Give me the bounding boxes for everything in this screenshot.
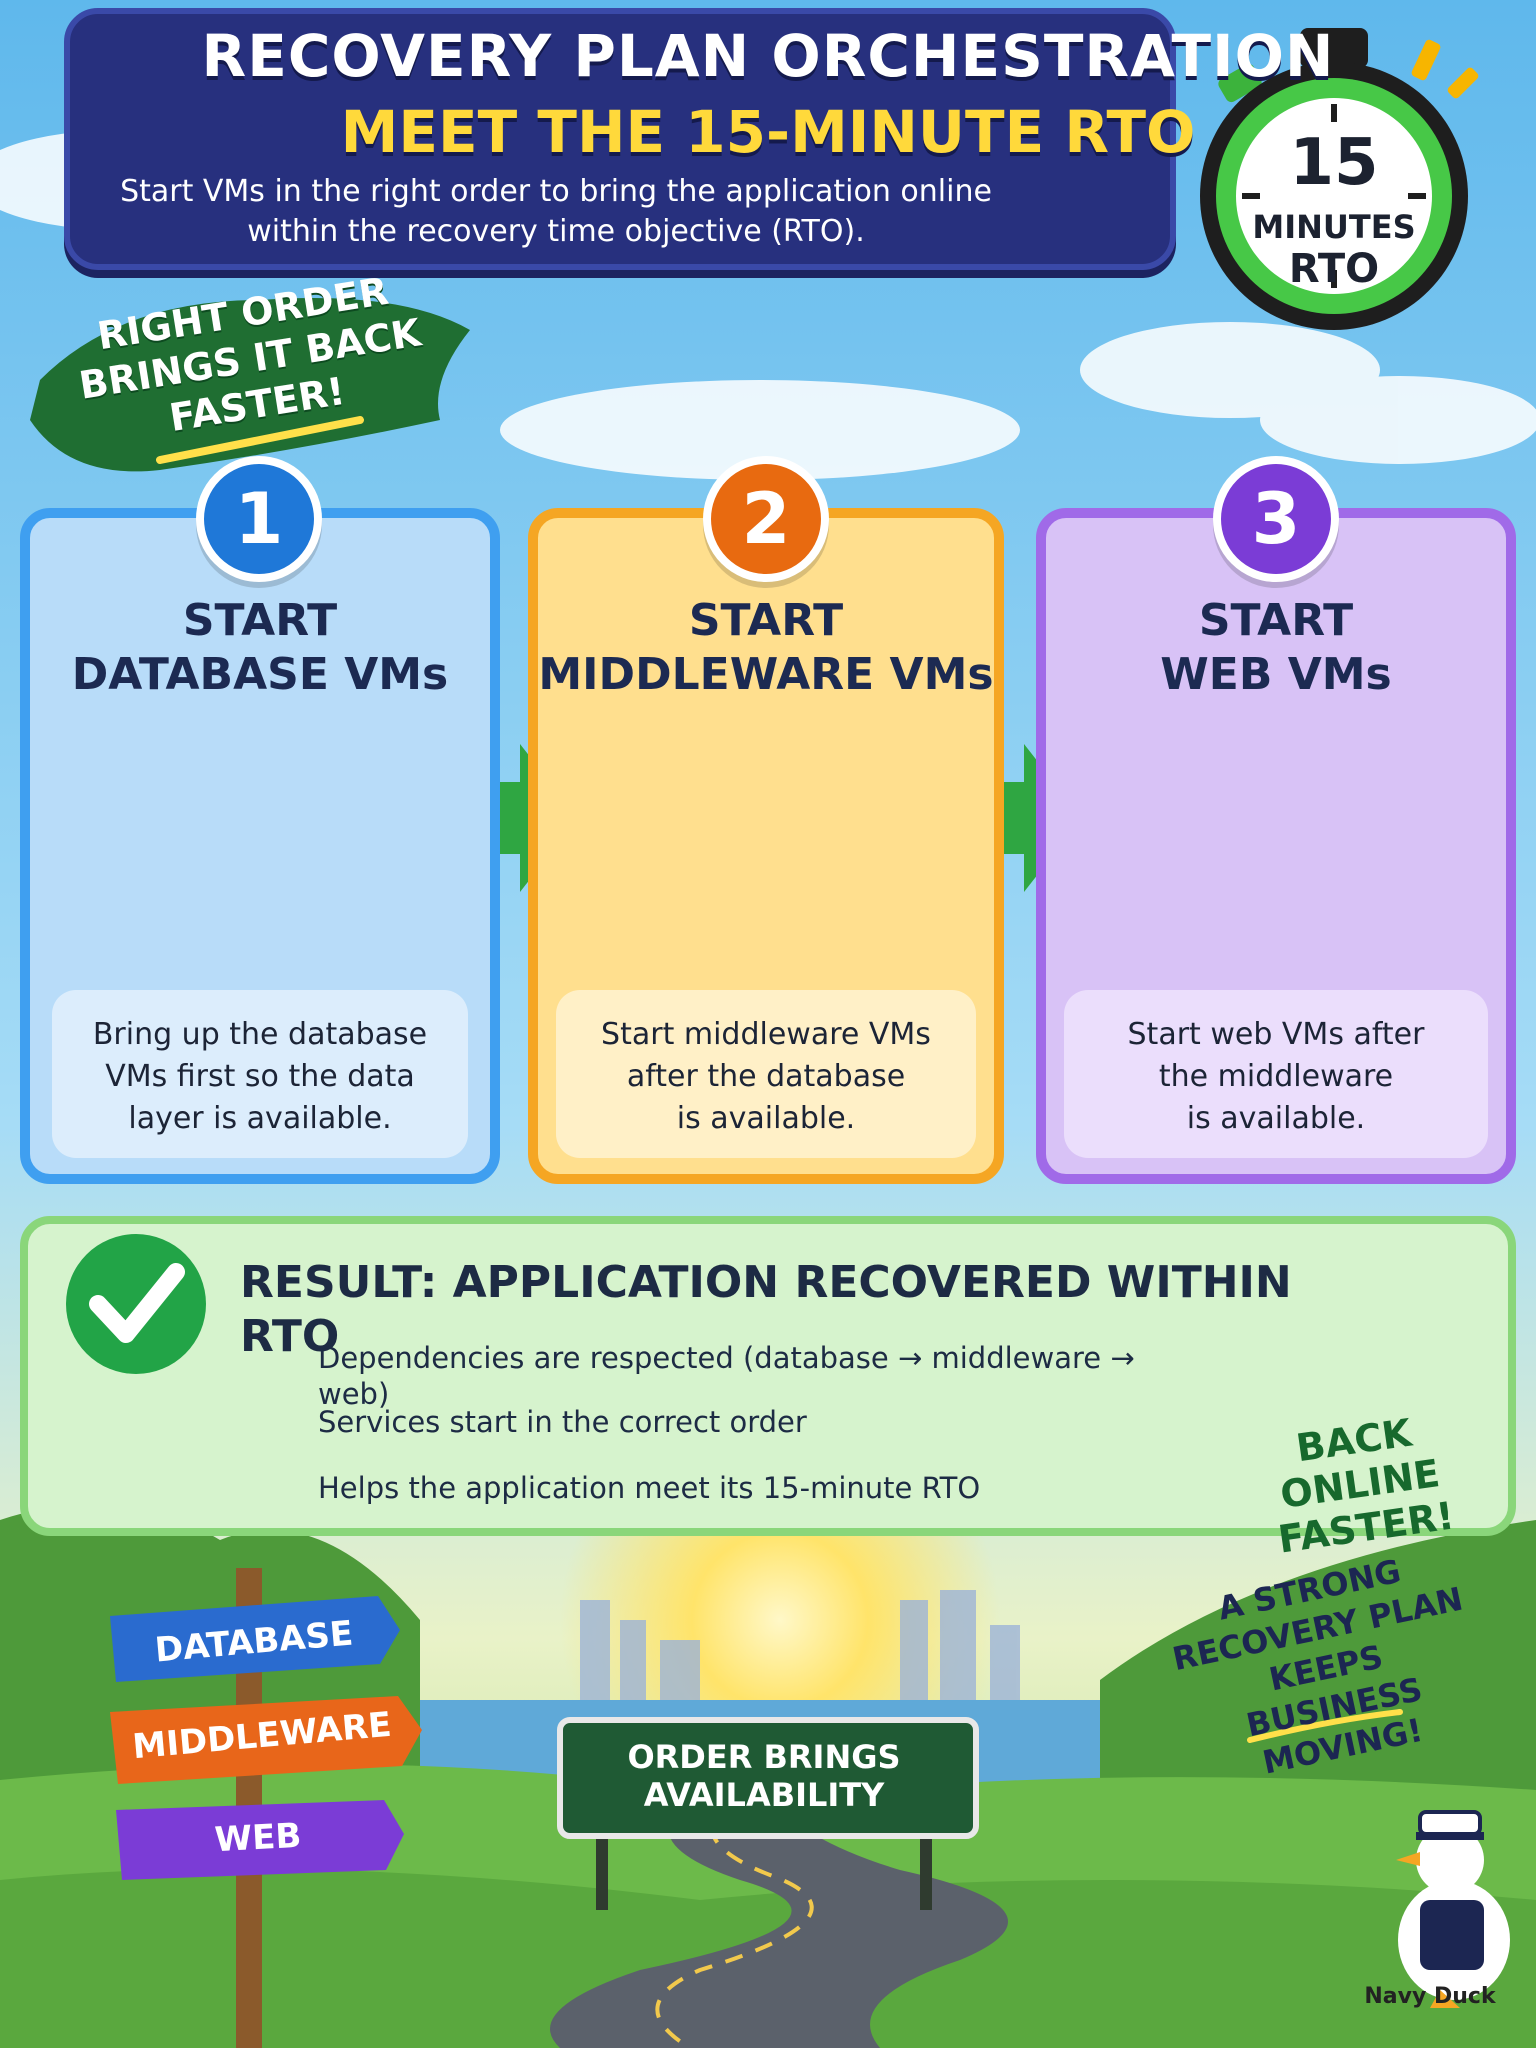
timer-unit: MINUTES — [1252, 208, 1416, 246]
step-title-line: DATABASE VMs — [71, 649, 449, 700]
result-check-icon — [66, 1234, 206, 1374]
step-title-line: MIDDLEWARE VMs — [538, 649, 994, 700]
mascot-label: Navy Duck — [1364, 1984, 1496, 2009]
step-number-1: 1 — [196, 456, 322, 582]
result-bullet: Helps the application meet its 15-minute… — [318, 1471, 981, 1505]
desc-line: Start web VMs after — [1127, 1017, 1425, 1052]
result-bullet: Services start in the correct order — [318, 1405, 807, 1439]
step-title-line: START — [688, 595, 844, 646]
result-panel — [20, 1216, 1516, 1536]
page-description: Start VMs in the right order to bring th… — [40, 172, 1072, 252]
step-number-2: 2 — [703, 456, 829, 582]
result-bullet: Dependencies are respected (database → m… — [318, 1341, 1135, 1411]
step-title-line: START — [1198, 595, 1354, 646]
desc-line: Bring up the database — [92, 1017, 428, 1052]
timer-label: RTO — [1288, 246, 1380, 292]
desc-line: the middleware — [1158, 1059, 1394, 1094]
step-title-line: WEB VMs — [1160, 649, 1392, 700]
timer-number: 15 — [1289, 126, 1379, 200]
step-title-middleware: START MIDDLEWARE VMs — [538, 594, 994, 702]
desc-line: is available. — [676, 1101, 856, 1136]
step-description-middleware: Start middleware VMs after the database … — [556, 990, 976, 1158]
desc-line: Start middleware VMs — [601, 1017, 931, 1052]
road-sign: ORDER BRINGS AVAILABILITY — [576, 1738, 952, 1814]
road-sign-line: AVAILABILITY — [643, 1776, 885, 1814]
road-sign-line: ORDER BRINGS — [627, 1738, 901, 1776]
title-banner — [64, 8, 1176, 270]
step-title-database: START DATABASE VMs — [30, 594, 490, 702]
step-description-web: Start web VMs after the middleware is av… — [1064, 990, 1488, 1158]
step-number-3: 3 — [1213, 456, 1339, 582]
step-title-web: START WEB VMs — [1046, 594, 1506, 702]
page-title: RECOVERY PLAN ORCHESTRATION — [201, 22, 1335, 90]
description-line-1: Start VMs in the right order to bring th… — [120, 174, 992, 209]
description-line-2: within the recovery time objective (RTO)… — [247, 214, 865, 249]
page-subtitle-headline: MEET THE 15-MINUTE RTO — [340, 98, 1196, 166]
desc-line: after the database — [626, 1059, 906, 1094]
step-description-database: Bring up the database VMs first so the d… — [52, 990, 468, 1158]
result-title: RESULT: APPLICATION RECOVERED WITHIN RTO — [240, 1257, 1292, 1362]
step-title-line: START — [182, 595, 338, 646]
desc-line: is available. — [1186, 1101, 1366, 1136]
desc-line: VMs first so the data — [105, 1059, 415, 1094]
desc-line: layer is available. — [128, 1101, 392, 1136]
